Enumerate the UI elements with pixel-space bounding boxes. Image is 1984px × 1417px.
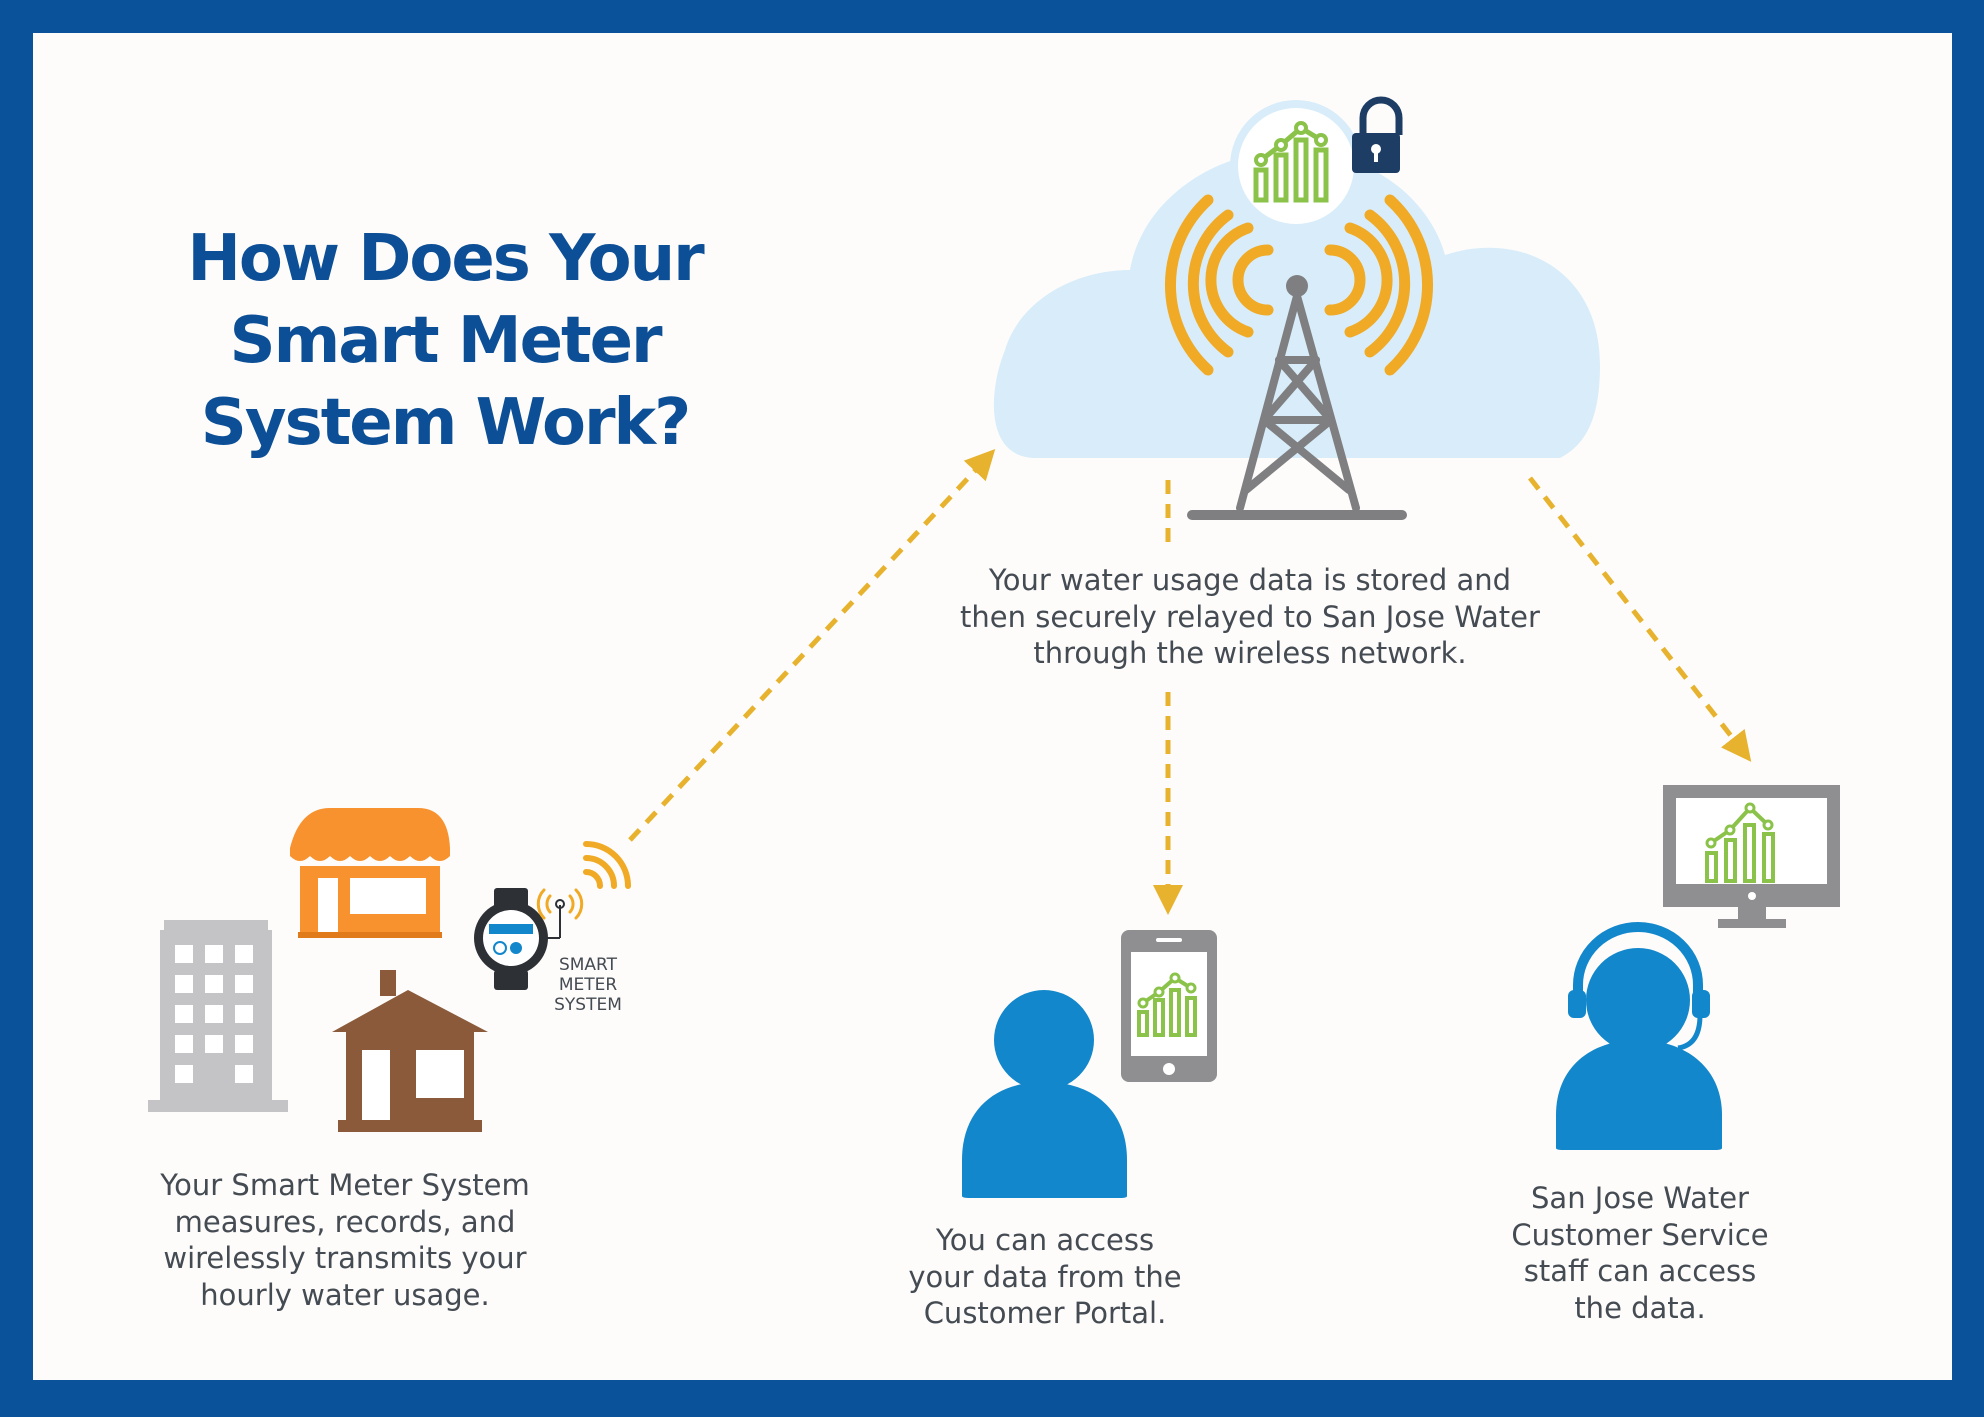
staff-caption: San Jose Water Customer Service staff ca… bbox=[1470, 1180, 1810, 1326]
store-icon bbox=[290, 808, 450, 938]
office-building-icon bbox=[148, 920, 288, 1112]
title-line: Smart Meter bbox=[229, 304, 662, 378]
meter-caption: Your Smart Meter System measures, record… bbox=[120, 1167, 570, 1313]
caption-line: Customer Portal. bbox=[923, 1296, 1167, 1330]
meter-label-line: METER bbox=[558, 975, 618, 995]
caption-line: measures, records, and bbox=[174, 1204, 516, 1239]
signal-waves-icon bbox=[583, 841, 631, 889]
caption-line: wirelessly transmits your bbox=[163, 1241, 527, 1275]
caption-line: Your Smart Meter System bbox=[160, 1168, 530, 1202]
caption-line: You can access bbox=[935, 1223, 1155, 1257]
customer-caption: You can access your data from the Custom… bbox=[870, 1222, 1220, 1332]
page-title: How Does Your Smart Meter System Work? bbox=[170, 218, 720, 464]
caption-line: San Jose Water bbox=[1531, 1181, 1749, 1215]
caption-line: staff can access bbox=[1523, 1254, 1757, 1288]
meter-label-line: SYSTEM bbox=[554, 995, 622, 1015]
caption-line: Your water usage data is stored and bbox=[988, 563, 1512, 597]
headset-agent-icon bbox=[1556, 922, 1722, 1150]
data-chart-icon bbox=[1230, 100, 1362, 232]
arrow-meter-to-cloud bbox=[628, 449, 996, 842]
desktop-monitor-icon bbox=[1663, 785, 1840, 928]
meter-label-line: SMART bbox=[558, 955, 618, 975]
signal-waves-icon bbox=[1164, 194, 1434, 376]
water-meter-icon bbox=[474, 888, 584, 990]
caption-line: hourly water usage. bbox=[200, 1277, 490, 1312]
arrow-cloud-to-staff bbox=[1528, 476, 1752, 762]
house-icon bbox=[332, 970, 488, 1132]
title-line: System Work? bbox=[200, 386, 691, 460]
person-icon bbox=[962, 990, 1127, 1198]
caption-line: through the wireless network. bbox=[1033, 636, 1467, 670]
caption-line: your data from the bbox=[908, 1259, 1182, 1294]
dashed-arrow-icon bbox=[628, 449, 1752, 915]
smartphone-icon bbox=[1121, 930, 1217, 1082]
caption-line: the data. bbox=[1574, 1290, 1706, 1325]
cloud-caption: Your water usage data is stored and then… bbox=[900, 562, 1600, 672]
smart-meter-label: SMART METER SYSTEM bbox=[538, 955, 638, 1015]
caption-line: Customer Service bbox=[1511, 1217, 1769, 1252]
title-line: How Does Your bbox=[187, 222, 704, 296]
padlock-icon bbox=[1352, 96, 1403, 173]
cell-tower-icon bbox=[1187, 275, 1407, 520]
caption-line: then securely relayed to San Jose Water bbox=[960, 599, 1540, 634]
